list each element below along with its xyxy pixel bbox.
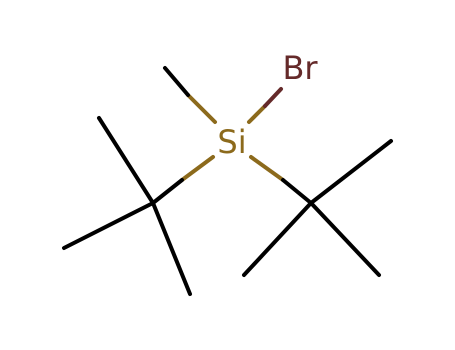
left-tbutyl-methyl-up	[97, 116, 155, 205]
left-tbutyl-methyl-down	[151, 201, 192, 296]
si-right-tbutyl-bond	[249, 155, 313, 205]
si-methyl-bond-si-half	[186, 93, 217, 124]
si-br-bond-br-half	[263, 87, 283, 108]
right-tbutyl-methyl-right	[309, 201, 381, 277]
si-br-bond-si-half	[247, 104, 267, 124]
si-methyl-bond-c-half	[163, 66, 190, 97]
si-right-tbutyl-bond-c-half	[281, 178, 313, 205]
si-left-tbutyl-bond-si-half	[180, 155, 215, 182]
right-tbutyl-methyl-left	[242, 201, 313, 277]
left-tbutyl-group	[62, 116, 192, 296]
si-left-tbutyl-bond	[151, 155, 215, 205]
silicon-atom-label: Si	[217, 123, 246, 161]
si-left-tbutyl-bond-c-half	[151, 178, 184, 205]
left-tbutyl-methyl-left	[62, 201, 155, 250]
si-methyl-bond	[163, 66, 217, 124]
bromine-atom-label: Br	[282, 49, 318, 87]
right-tbutyl-methyl-up	[309, 139, 393, 205]
si-right-tbutyl-bond-si-half	[249, 155, 285, 182]
si-br-bond	[247, 87, 283, 124]
right-tbutyl-group	[242, 139, 393, 277]
